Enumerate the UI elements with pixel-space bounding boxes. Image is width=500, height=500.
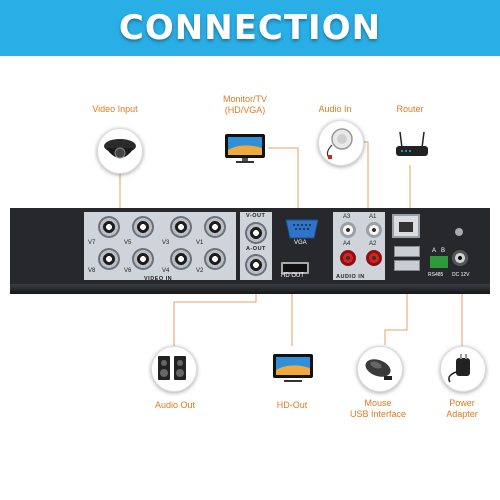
bnc-port-v5[interactable] xyxy=(132,216,154,238)
dc-power-jack[interactable] xyxy=(452,250,468,266)
vga-label: VGA xyxy=(294,240,307,246)
audio-label-a4: A4 xyxy=(343,241,351,247)
rs485-label: RS485 xyxy=(428,272,444,278)
rs485-terminal[interactable] xyxy=(430,256,448,268)
rca-port-a1[interactable] xyxy=(366,222,382,238)
port-label-v1: V1 xyxy=(196,240,204,246)
power-adapter-icon-frame xyxy=(440,346,486,392)
dome-camera-icon xyxy=(104,139,136,159)
bnc-port-v1[interactable] xyxy=(204,216,226,238)
audio-in-section-label: AUDIO IN xyxy=(336,274,365,280)
audio-out-label: Audio Out xyxy=(154,400,196,410)
microphone-icon xyxy=(326,128,353,160)
usb-port-bottom[interactable] xyxy=(394,260,420,271)
v-out-label: V-OUT xyxy=(246,213,266,219)
power-sub-label: Adapter xyxy=(446,409,478,419)
bnc-port-v3[interactable] xyxy=(170,216,192,238)
audio-label-a2: A2 xyxy=(369,241,377,247)
ground-screw xyxy=(455,228,463,236)
audio-label-a3: A3 xyxy=(343,214,351,220)
monitor-label: Monitor/TV xyxy=(222,94,267,104)
port-label-v3: V3 xyxy=(162,240,170,246)
audio-in-label: Audio In xyxy=(318,104,352,114)
dc-12v-label: DC 12V xyxy=(452,272,470,278)
bnc-port-v2[interactable] xyxy=(204,248,226,270)
bnc-port-v6[interactable] xyxy=(132,248,154,270)
a-out-label: A-OUT xyxy=(246,246,266,252)
hd-out-label-caption: HD-Out xyxy=(276,400,308,410)
vga-port-icon[interactable] xyxy=(284,218,320,240)
port-label-v6: V6 xyxy=(124,268,132,274)
leader-monitor xyxy=(268,147,299,212)
mouse-sub-label: USB Interface xyxy=(349,409,407,419)
bnc-port-v-out[interactable] xyxy=(245,222,267,244)
header-banner xyxy=(0,0,500,56)
terminal-label-b: B xyxy=(441,248,446,254)
dvr-bottom-bevel xyxy=(10,284,490,294)
speaker-icon xyxy=(158,356,186,380)
mouse-label: Mouse xyxy=(364,398,392,408)
bnc-port-a-out[interactable] xyxy=(245,254,267,276)
usb-port-top[interactable] xyxy=(394,246,420,257)
port-label-v5: V5 xyxy=(124,240,132,246)
monitor-icon xyxy=(225,134,265,163)
power-label: Power xyxy=(449,398,475,408)
mouse-icon xyxy=(365,359,392,380)
router-icon xyxy=(396,131,428,156)
hd-out-label: HD OUT xyxy=(281,273,304,279)
rca-port-a2[interactable] xyxy=(366,250,382,266)
leader-mouse xyxy=(384,270,408,345)
video-input-label: Video Input xyxy=(92,104,138,114)
port-label-v4: V4 xyxy=(162,268,170,274)
terminal-label-a: A xyxy=(432,248,437,254)
monitor-sub-label: (HD/VGA) xyxy=(224,105,266,115)
bnc-port-v8[interactable] xyxy=(98,248,120,270)
port-label-v8: V8 xyxy=(88,268,96,274)
hd-out-port[interactable] xyxy=(281,262,309,274)
port-label-v2: V2 xyxy=(196,268,204,274)
power-adapter-icon xyxy=(448,354,470,383)
bnc-port-v7[interactable] xyxy=(98,216,120,238)
rca-port-a3[interactable] xyxy=(340,222,356,238)
page-title: CONNECTION xyxy=(118,8,382,48)
video-in-section-label: VIDEO IN xyxy=(144,276,173,282)
bnc-port-v4[interactable] xyxy=(170,248,192,270)
port-label-v7: V7 xyxy=(88,240,96,246)
hd-tv-icon xyxy=(273,354,313,382)
lan-port[interactable] xyxy=(392,214,420,238)
rca-port-a4[interactable] xyxy=(340,250,356,266)
audio-label-a1: A1 xyxy=(369,214,377,220)
router-label: Router xyxy=(396,104,424,114)
